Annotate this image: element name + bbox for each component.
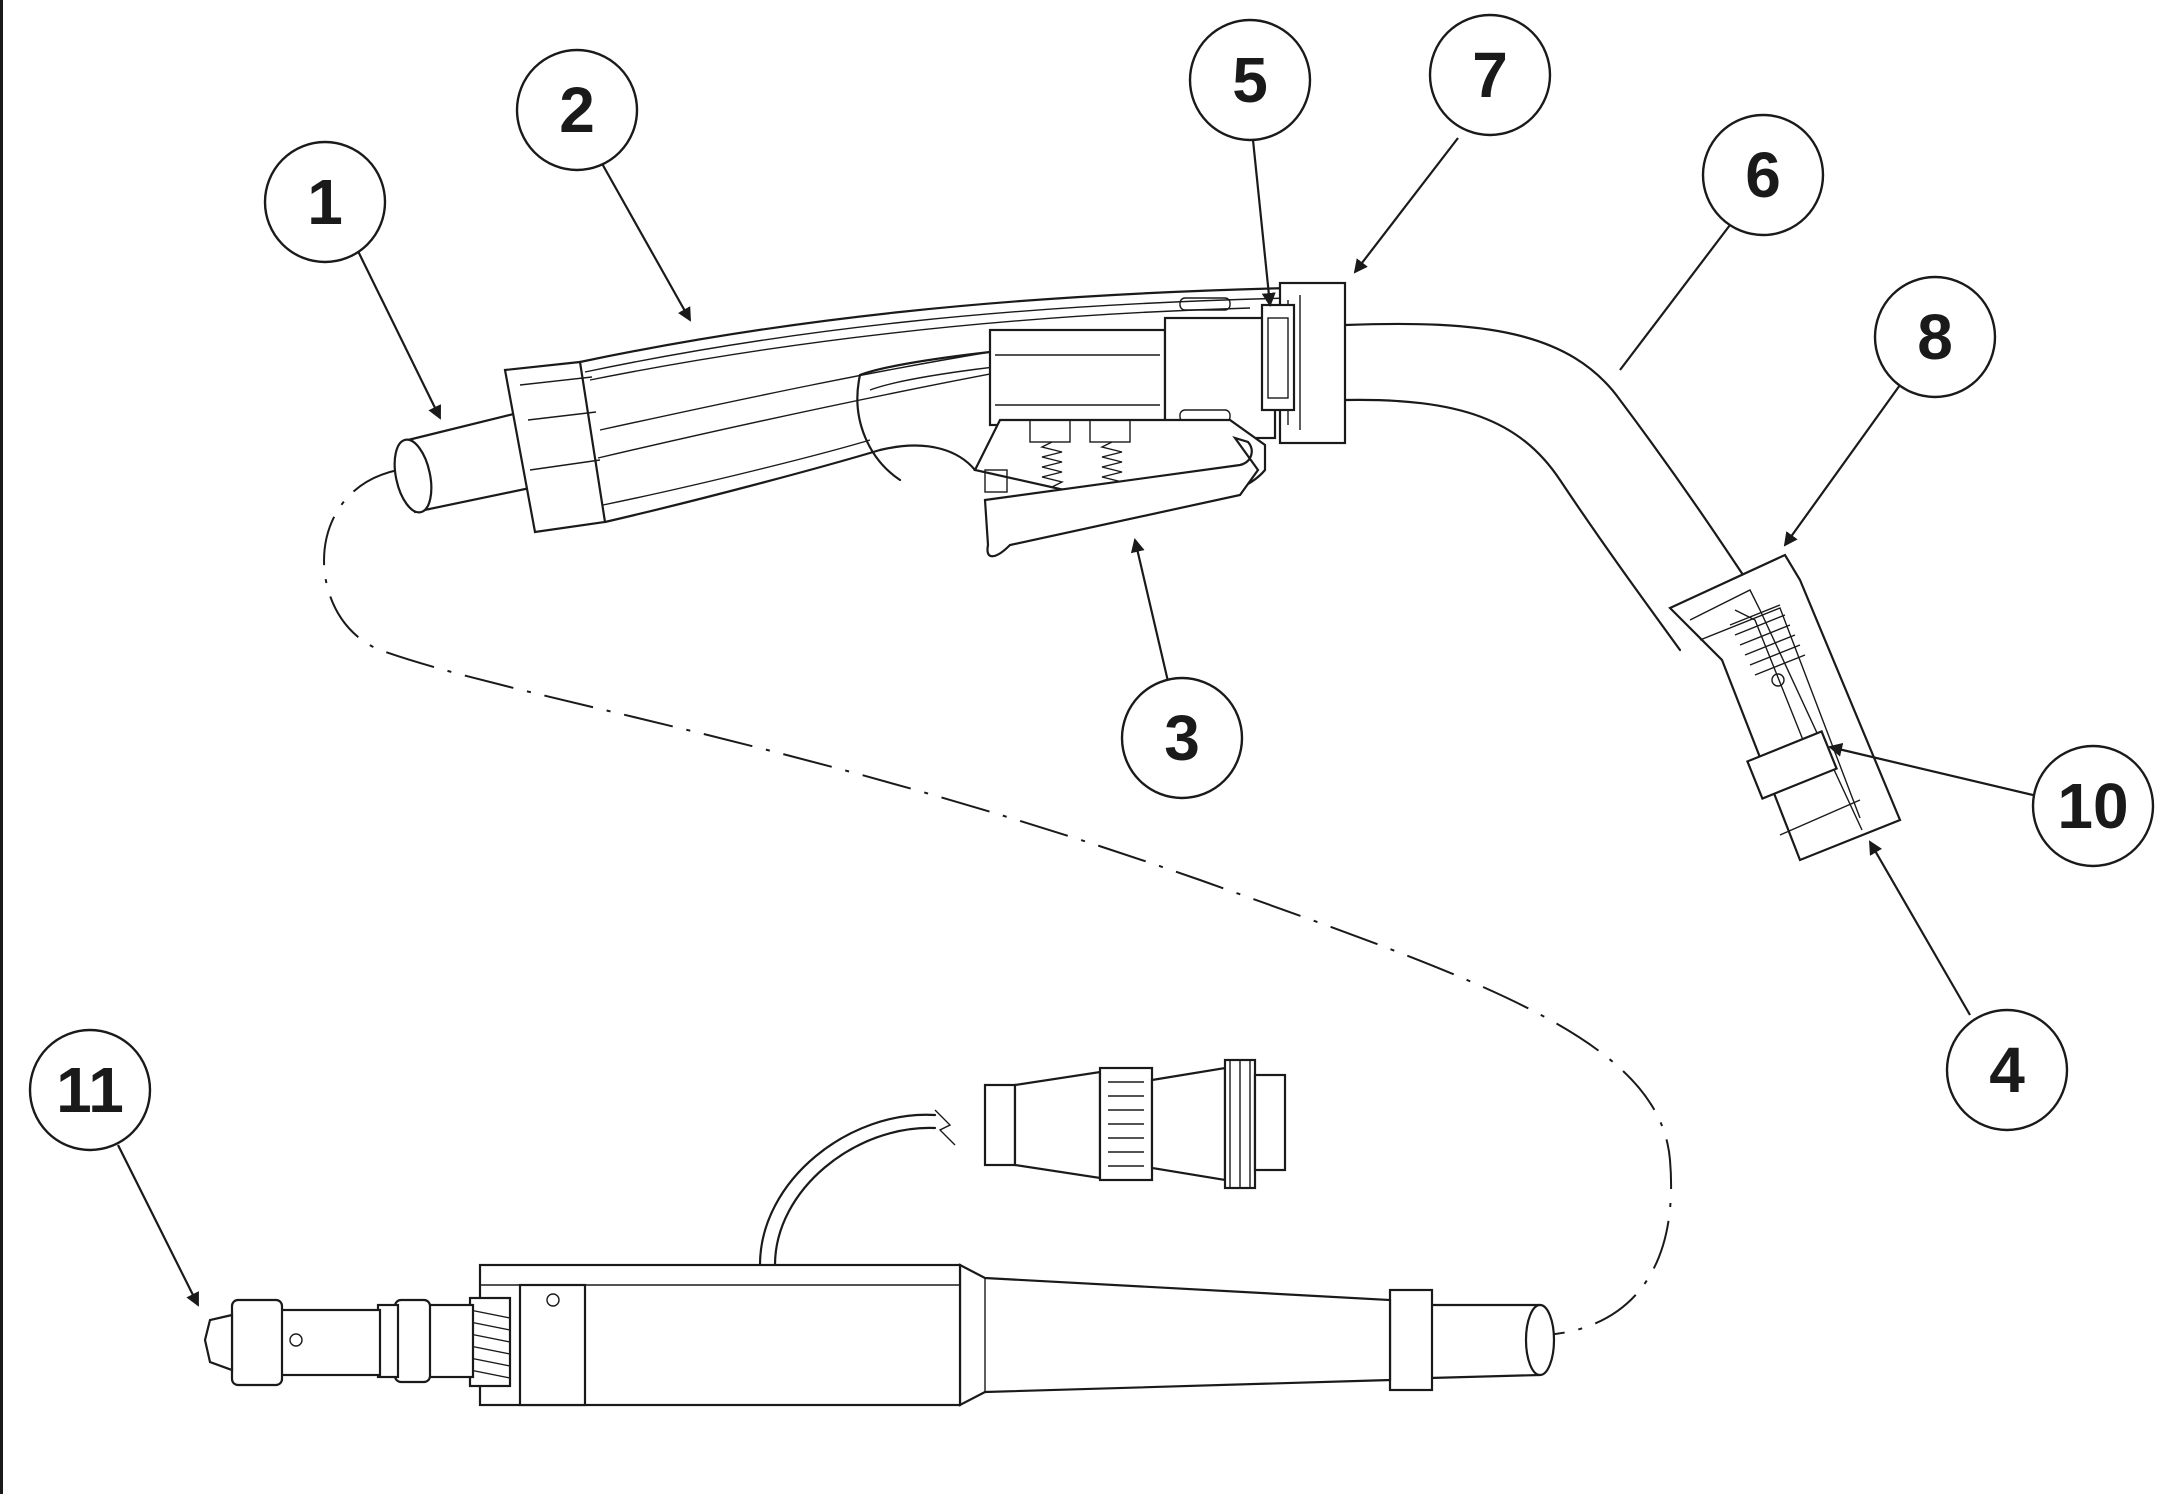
callout-2: 2 [515, 48, 639, 172]
front-coupler [1260, 281, 1347, 445]
callout-4: 4 [1945, 1008, 2069, 1132]
leader-6 [1619, 224, 1731, 371]
svg-text:4: 4 [1989, 1034, 2025, 1106]
leader-8 [1783, 384, 1901, 547]
svg-text:6: 6 [1745, 139, 1781, 211]
leader-4 [1868, 840, 1971, 1016]
handle-cable [393, 408, 532, 514]
callout-3: 3 [1120, 676, 1244, 800]
svg-text:8: 8 [1917, 301, 1953, 373]
callout-7: 7 [1428, 13, 1552, 137]
callout-10: 10 [2031, 744, 2155, 868]
callout-1: 1 [263, 140, 387, 264]
svg-text:5: 5 [1232, 44, 1268, 116]
leader-10 [1828, 742, 2034, 797]
trigger [983, 435, 1260, 558]
callout-8: 8 [1873, 275, 1997, 399]
control-plug [758, 1058, 1287, 1267]
gun-handle [503, 286, 1292, 534]
svg-text:11: 11 [56, 1054, 124, 1126]
leader-3 [1130, 538, 1172, 691]
svg-text:3: 3 [1164, 702, 1200, 774]
page-border-line [0, 0, 3, 1494]
callout-6: 6 [1701, 113, 1825, 237]
leader-1 [354, 244, 441, 420]
leader-7 [1353, 137, 1459, 274]
callout-5: 5 [1188, 18, 1312, 142]
feeder-connector [203, 1263, 1556, 1407]
svg-text:10: 10 [2057, 770, 2128, 842]
leader-5 [1251, 139, 1276, 307]
leader-2 [599, 159, 691, 322]
svg-text:2: 2 [559, 74, 595, 146]
callout-11: 11 [28, 1028, 152, 1152]
leader-11 [117, 1144, 199, 1307]
cable-loop-dashed [323, 469, 1673, 1336]
svg-text:1: 1 [307, 166, 343, 238]
nozzle-assembly [1668, 553, 1902, 862]
svg-text:7: 7 [1472, 39, 1508, 111]
gooseneck-barrel [1343, 322, 1767, 652]
